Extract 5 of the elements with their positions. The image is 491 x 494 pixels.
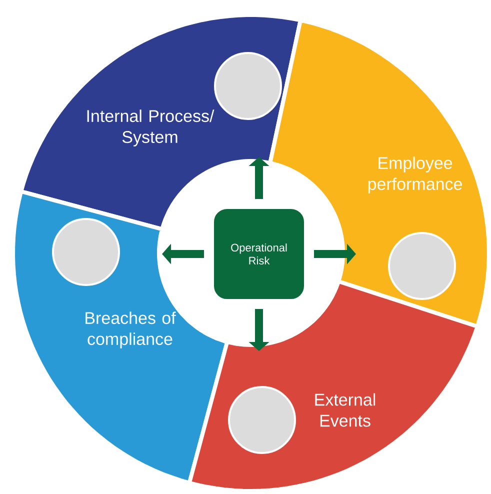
circle bbox=[52, 218, 120, 286]
circle bbox=[214, 52, 282, 120]
circle bbox=[388, 232, 456, 300]
circle bbox=[228, 386, 296, 454]
center-box: Operational Risk bbox=[212, 207, 306, 301]
